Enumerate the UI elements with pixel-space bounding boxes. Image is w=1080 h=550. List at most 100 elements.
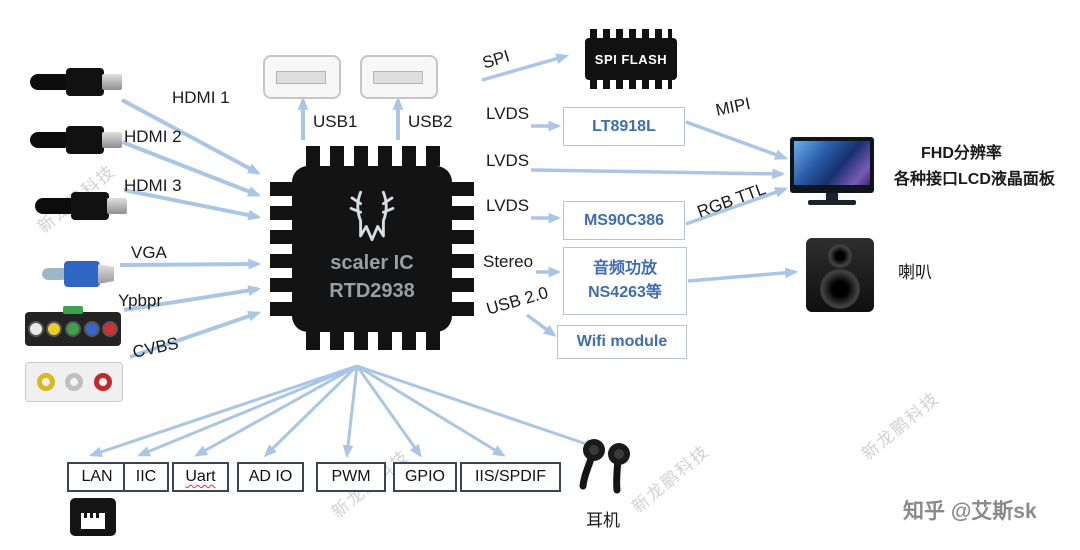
speaker-image bbox=[806, 238, 874, 312]
lt8918l-box: LT8918L bbox=[563, 107, 685, 146]
arrow-chip-to-iic bbox=[136, 364, 358, 457]
chip-pins-bottom bbox=[306, 330, 440, 350]
arrow-chip-to-earphone bbox=[356, 364, 599, 449]
arrow-chip-to-spdif bbox=[356, 364, 506, 457]
arrow-chip-to-adio bbox=[263, 364, 359, 458]
vga-label: VGA bbox=[131, 243, 167, 262]
monitor-screen bbox=[794, 141, 870, 185]
monitor-neck bbox=[826, 193, 838, 201]
display-resolution-label: FHD分辨率 bbox=[921, 145, 1002, 162]
hdmi3-connector-image bbox=[35, 184, 131, 228]
hdmi-plug-body bbox=[66, 68, 104, 96]
chip-pins-top bbox=[306, 146, 440, 166]
usb2-label: USB2 bbox=[408, 112, 453, 131]
arrow-chip-to-pwm bbox=[342, 365, 359, 459]
arrow-chip-to-gpio bbox=[355, 365, 422, 458]
speaker-woofer bbox=[820, 269, 860, 309]
earphone-label: 耳机 bbox=[586, 511, 620, 530]
stereo-label: Stereo bbox=[483, 252, 534, 271]
monitor-base bbox=[808, 200, 856, 205]
arrow-hdmi2-to-chip bbox=[121, 140, 262, 197]
audio-amp-line1: 音频功放 bbox=[592, 260, 657, 277]
ypbpr-tag bbox=[63, 306, 83, 314]
rca-jack-blue bbox=[83, 321, 100, 337]
hdmi2-connector-image bbox=[30, 118, 126, 162]
arrow-vga-to-chip bbox=[119, 258, 262, 270]
ms90c386-text: MS90C386 bbox=[583, 211, 665, 229]
arrow-chip-to-lan bbox=[88, 364, 358, 458]
port-box-adio: AD IO bbox=[237, 462, 304, 492]
port-box-uart: Uart bbox=[172, 462, 229, 492]
rca-jack-white bbox=[65, 373, 83, 391]
chip-pins-right bbox=[452, 182, 474, 316]
wifi-module-text: Wifi module bbox=[576, 333, 668, 350]
rca-jack-green bbox=[64, 321, 81, 337]
rca-jack-yellow bbox=[36, 373, 55, 391]
port-box-iic: IIC bbox=[123, 462, 169, 492]
arrow-usb20-to-wifi bbox=[525, 313, 557, 337]
lt8918l-text: LT8918L bbox=[592, 117, 656, 135]
ypbpr-label: Ypbpr bbox=[118, 291, 163, 310]
rca-jack-yellow bbox=[46, 321, 63, 337]
ms90c386-box: MS90C386 bbox=[563, 201, 685, 240]
arrow-ypbpr-to-chip bbox=[123, 285, 262, 312]
wifi-module-box: Wifi module bbox=[557, 325, 687, 359]
port-label-adio: AD IO bbox=[248, 468, 293, 485]
scaler-chip bbox=[292, 166, 452, 332]
hdmi1-connector-image bbox=[30, 60, 126, 104]
port-label-spdif: IIS/SPDIF bbox=[474, 468, 547, 485]
lcd-monitor-image bbox=[790, 137, 874, 209]
lvds2-label: LVDS bbox=[486, 151, 530, 170]
hdmi-plug-tip bbox=[102, 132, 122, 148]
lvds3-label: LVDS bbox=[486, 196, 530, 215]
port-box-lan: LAN bbox=[67, 462, 127, 492]
hdmi-plug-body bbox=[66, 126, 104, 154]
earphone-image bbox=[579, 439, 630, 494]
usb2-port-image bbox=[360, 55, 438, 99]
audio-amp-line2: NS4263等 bbox=[588, 284, 662, 301]
hdmi1-label: HDMI 1 bbox=[172, 88, 230, 107]
arrow-mipi-to-display bbox=[685, 120, 789, 160]
credit-text: 知乎 @艾斯sk bbox=[903, 500, 1037, 523]
chip-name: scaler IC bbox=[330, 252, 414, 274]
rca-jack-red bbox=[102, 321, 119, 337]
port-box-pwm: PWM bbox=[316, 462, 386, 492]
port-label-lan: LAN bbox=[81, 468, 113, 485]
usb1-label: USB1 bbox=[313, 112, 358, 131]
hdmi3-label: HDMI 3 bbox=[124, 176, 182, 195]
arrow-rgbttl-to-display bbox=[685, 187, 789, 226]
speaker-tweeter bbox=[828, 244, 852, 268]
usb-slot bbox=[276, 71, 326, 84]
deer-logo-icon bbox=[349, 190, 395, 242]
arrow-hdmi3-to-chip bbox=[123, 188, 262, 221]
hdmi-plug-tip bbox=[107, 198, 127, 214]
arrow-hdmi1-to-chip bbox=[121, 98, 261, 175]
lvds1-label: LVDS bbox=[486, 104, 530, 123]
port-label-pwm: PWM bbox=[331, 468, 371, 485]
arrow-cvbs-to-chip bbox=[129, 311, 262, 359]
usb-slot bbox=[373, 71, 423, 84]
arrow-spi-to-flash bbox=[481, 53, 570, 82]
arrow-amp-to-speaker bbox=[687, 267, 799, 283]
rca-jack-white bbox=[27, 321, 44, 337]
ypbpr-connector-image bbox=[25, 306, 121, 346]
hdmi-plug-tip bbox=[102, 74, 122, 90]
flash-pins-top bbox=[590, 29, 672, 38]
speaker-label: 喇叭 bbox=[898, 263, 932, 282]
rj45-plug-shape bbox=[81, 513, 105, 529]
arrow-chip-to-uart bbox=[194, 364, 358, 457]
rca-jack-red bbox=[93, 373, 112, 391]
hdmi2-label: HDMI 2 bbox=[124, 127, 182, 146]
rj45-port-icon bbox=[70, 498, 116, 536]
vga-plug-body bbox=[64, 261, 100, 287]
port-label-gpio: GPIO bbox=[404, 468, 445, 485]
vga-connector-image bbox=[42, 250, 122, 296]
chip-model: RTD2938 bbox=[329, 280, 415, 302]
port-label-uart: Uart bbox=[185, 468, 216, 485]
port-box-gpio: GPIO bbox=[393, 462, 457, 492]
port-label-iic: IIC bbox=[135, 468, 157, 485]
vga-plug-tip bbox=[98, 264, 114, 284]
spi-flash-chip: SPI FLASH bbox=[585, 38, 677, 80]
